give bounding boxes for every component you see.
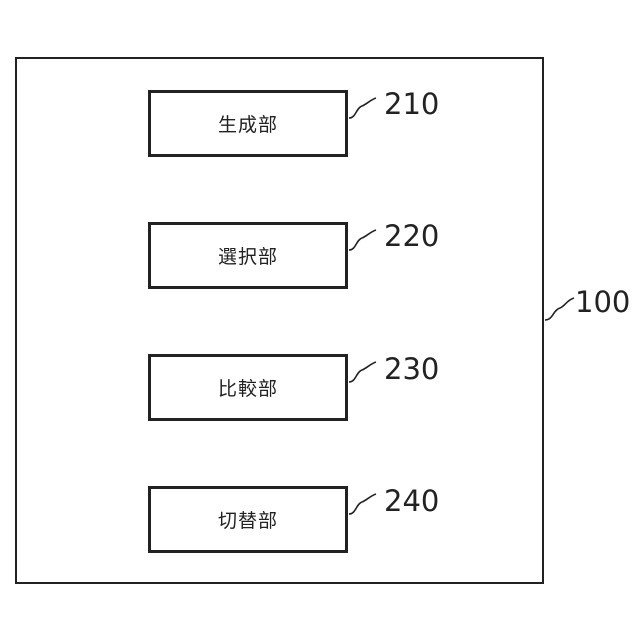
switching-unit-box: 切替部 bbox=[148, 486, 348, 553]
switching-unit-label: 切替部 bbox=[218, 506, 278, 533]
ref-label-100: 100 bbox=[575, 288, 630, 317]
ref-label-240: 240 bbox=[384, 487, 439, 516]
leader-line-100 bbox=[545, 298, 574, 320]
comparison-unit-label: 比較部 bbox=[218, 374, 278, 401]
ref-label-220: 220 bbox=[384, 222, 439, 251]
ref-label-210: 210 bbox=[384, 90, 439, 119]
generation-unit-label: 生成部 bbox=[218, 110, 278, 137]
generation-unit-box: 生成部 bbox=[148, 90, 348, 157]
selection-unit-label: 選択部 bbox=[218, 242, 278, 269]
comparison-unit-box: 比較部 bbox=[148, 354, 348, 421]
selection-unit-box: 選択部 bbox=[148, 222, 348, 289]
ref-label-230: 230 bbox=[384, 355, 439, 384]
